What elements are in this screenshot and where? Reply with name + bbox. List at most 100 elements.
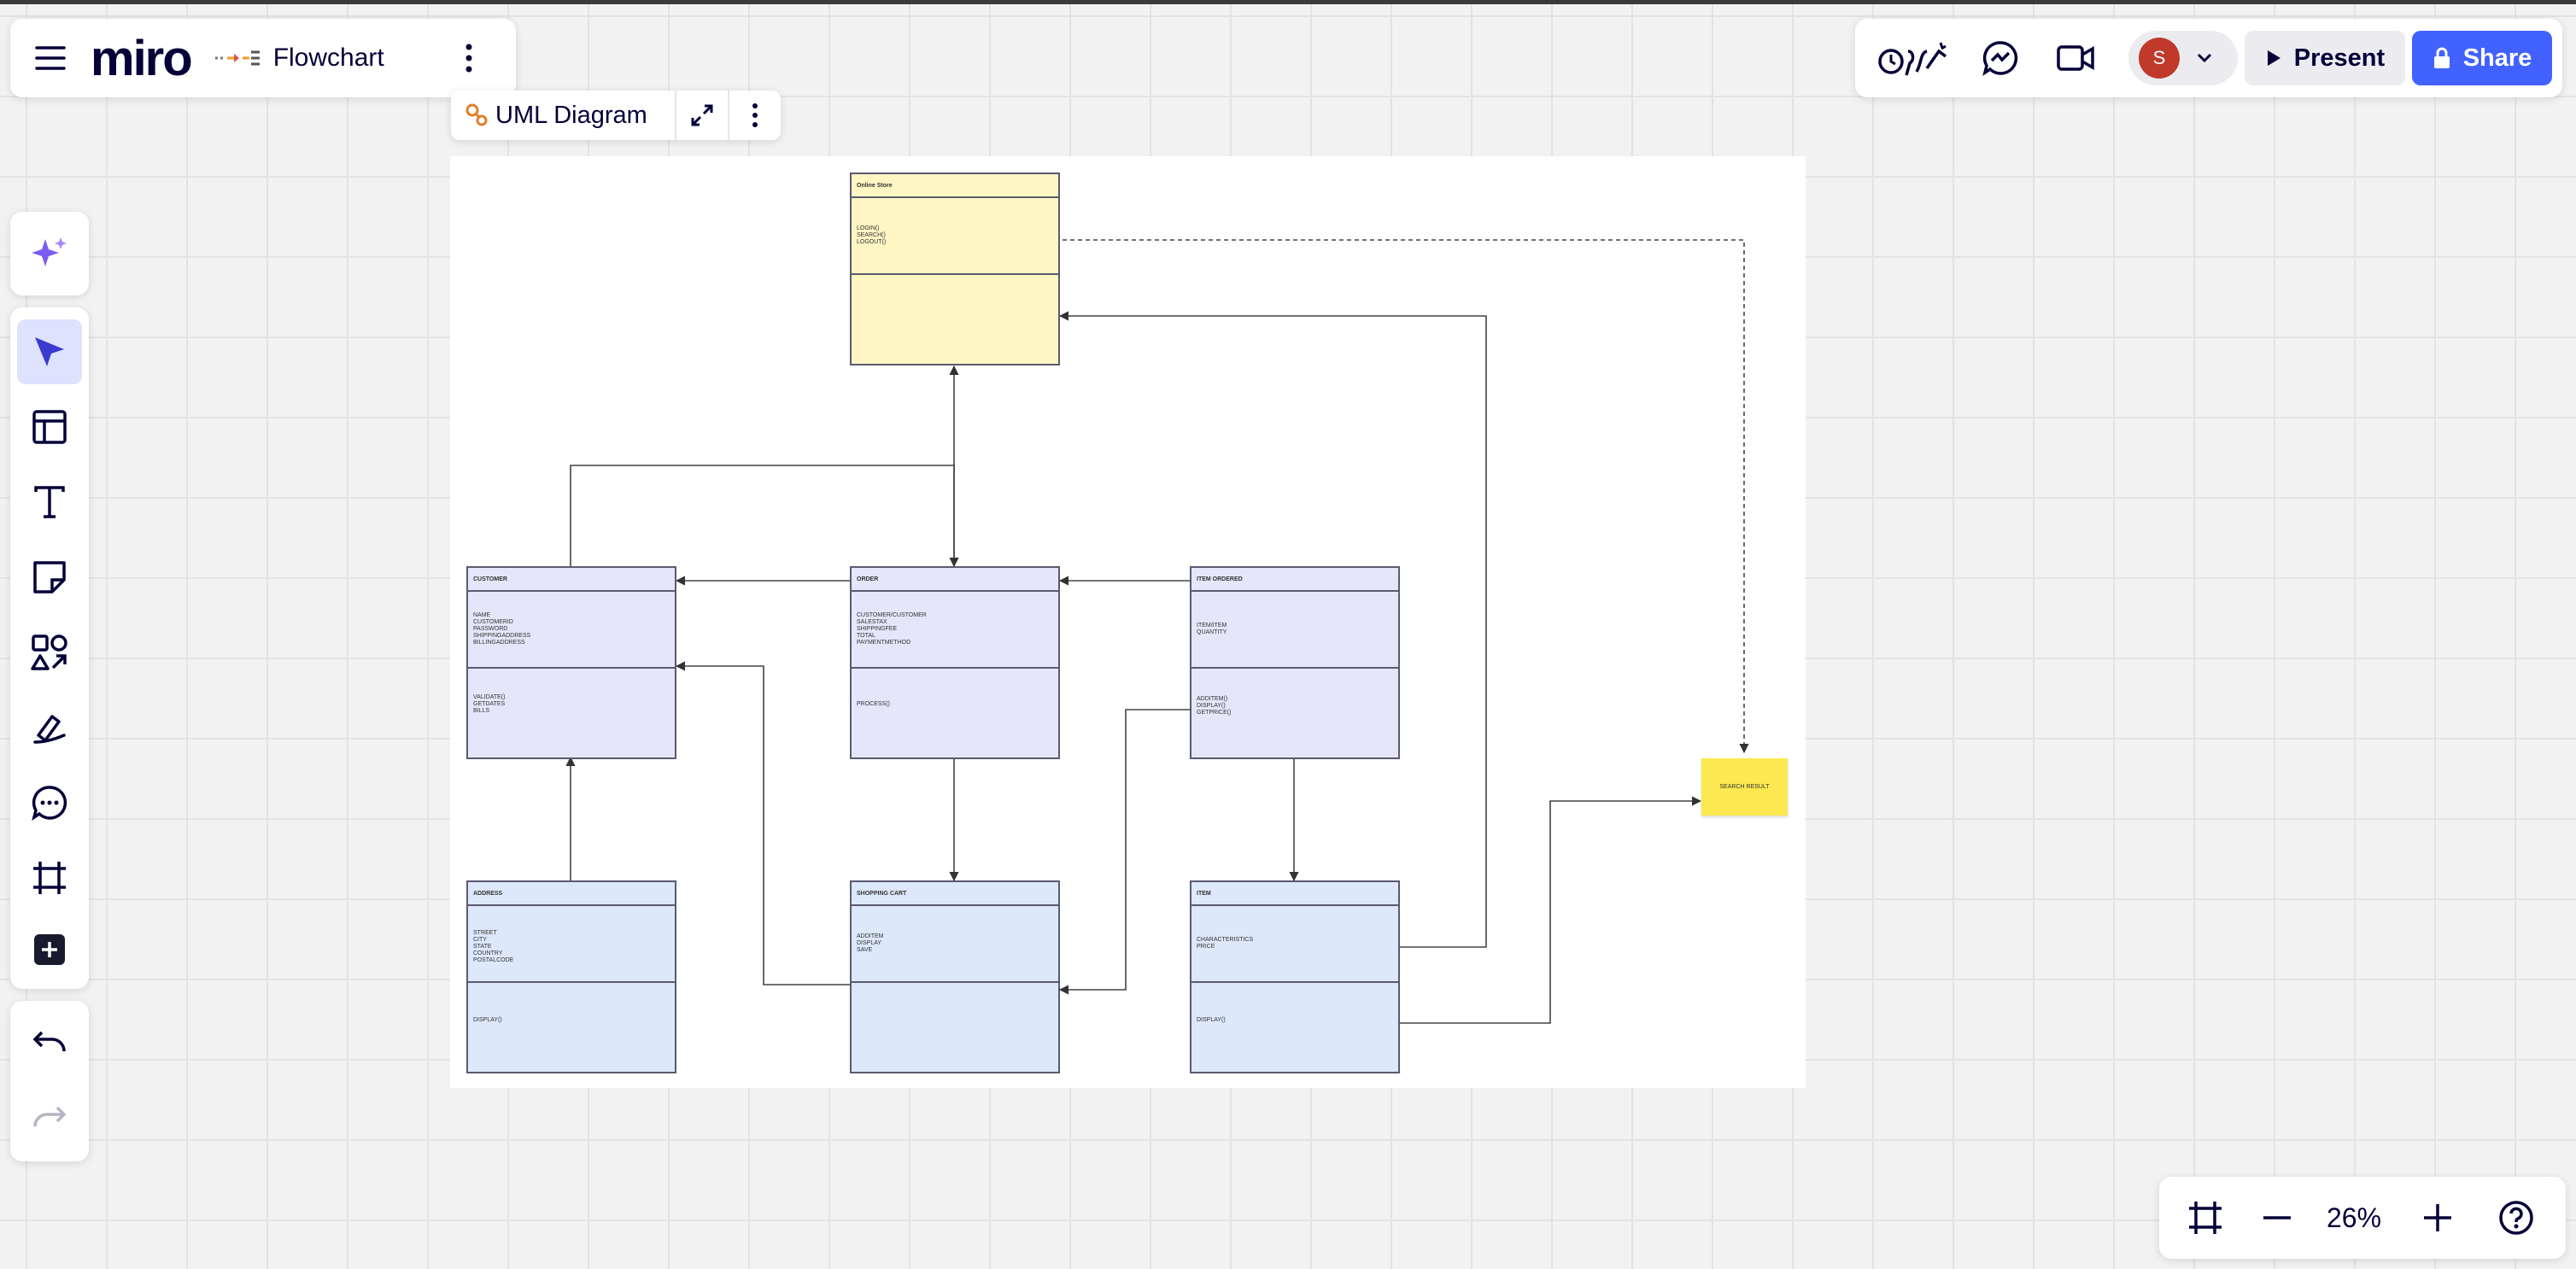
expand-icon	[691, 104, 713, 126]
class-operations: PROCESS()	[857, 701, 890, 707]
menu-icon	[35, 46, 66, 70]
flowchart-icon	[214, 50, 261, 67]
board-header: miro Flowchart	[10, 19, 516, 97]
ai-panel	[10, 212, 89, 295]
class-operations: DISPLAY()	[473, 1017, 502, 1023]
class-name: ITEM	[1191, 882, 1398, 906]
connectors	[565, 239, 1749, 1024]
collaboration-toolbar: S Present Share	[1855, 19, 2562, 97]
class-name: ORDER	[852, 568, 1058, 592]
class-name: CUSTOMER	[468, 568, 675, 592]
comment-tool[interactable]	[17, 770, 82, 835]
miro-logo[interactable]: miro	[91, 30, 193, 86]
class-customer[interactable]: CUSTOMER NAME CUSTOMERID PASSWORD SHIPPI…	[466, 566, 676, 759]
chat-button[interactable]	[1973, 31, 2028, 85]
board-title[interactable]: Flowchart	[272, 44, 384, 72]
chevron-down-icon	[2195, 48, 2214, 67]
class-online-store[interactable]: Online Store LOGIN() SEARCH() LOGOUT()	[850, 173, 1060, 365]
class-attributes: CHARACTERISTICS PRICE	[1191, 906, 1398, 983]
video-icon	[2057, 45, 2094, 71]
class-operations: VALIDATE() GETDATES BILLS	[473, 694, 506, 714]
select-tool[interactable]	[17, 319, 82, 384]
text-tool[interactable]	[17, 470, 82, 535]
lock-icon	[2433, 47, 2450, 68]
connector	[570, 465, 954, 566]
frame-name[interactable]: UML Diagram	[495, 101, 647, 129]
sticky-note-icon	[33, 561, 66, 594]
templates-tool[interactable]	[17, 395, 82, 459]
sticky-note-search-result[interactable]: SEARCH RESULT	[1701, 758, 1788, 816]
class-item[interactable]: ITEM CHARACTERISTICS PRICE DISPLAY()	[1190, 880, 1400, 1073]
user-menu[interactable]: S	[2128, 31, 2238, 85]
menu-button[interactable]	[10, 19, 91, 97]
pen-icon	[33, 715, 66, 744]
class-attributes: NAME CUSTOMERID PASSWORD SHIPPINGADDRESS…	[468, 592, 675, 669]
frame-more-button[interactable]	[729, 91, 781, 140]
frame-type-icon	[465, 103, 489, 127]
zoom-controls: 26%	[2159, 1177, 2566, 1259]
zoom-in-button[interactable]	[2409, 1189, 2467, 1247]
present-button[interactable]: Present	[2245, 31, 2405, 85]
share-label: Share	[2462, 44, 2532, 72]
class-attributes: ADDITEM DISPLAY SAVE	[852, 906, 1058, 983]
help-button[interactable]	[2487, 1189, 2545, 1247]
tools-toolbar	[10, 307, 89, 989]
frame-tool[interactable]	[17, 845, 82, 910]
divider	[675, 91, 676, 140]
share-button[interactable]: Share	[2412, 31, 2552, 85]
class-shopping-cart[interactable]: SHOPPING CART ADDITEM DISPLAY SAVE	[850, 880, 1060, 1073]
present-label: Present	[2293, 44, 2386, 72]
connector	[1400, 796, 1702, 1024]
more-tools-button[interactable]	[17, 917, 82, 982]
class-item-ordered[interactable]: ITEM ORDERED ITEM/ITEM QUANTITY ADDITEM(…	[1190, 566, 1400, 759]
more-icon	[465, 44, 472, 73]
class-name: ITEM ORDERED	[1191, 568, 1398, 592]
shapes-icon	[31, 634, 67, 670]
connector	[675, 661, 852, 985]
reactions-button[interactable]	[1872, 31, 1954, 85]
class-name: ADDRESS	[468, 882, 675, 906]
class-attributes: CUSTOMER/CUSTOMER SALESTAX SHIPPINGFEE T…	[852, 592, 1058, 669]
zoom-out-button[interactable]	[2248, 1189, 2306, 1247]
frame-label-bar: UML Diagram	[451, 91, 781, 140]
divider	[728, 91, 729, 140]
shapes-tool[interactable]	[17, 620, 82, 685]
sparkle-icon	[32, 237, 67, 266]
class-operations	[852, 275, 1058, 364]
board-more-button[interactable]	[439, 19, 499, 97]
pen-tool[interactable]	[17, 695, 82, 760]
cursor-icon	[35, 337, 64, 366]
class-name: Online Store	[852, 174, 1058, 198]
fit-to-screen-button[interactable]	[2176, 1189, 2234, 1247]
avatar: S	[2139, 38, 2180, 79]
zoom-level[interactable]: 26%	[2326, 1202, 2382, 1233]
history-toolbar	[10, 1001, 89, 1161]
class-operations	[852, 983, 1058, 1072]
chat-icon	[1982, 41, 2018, 76]
play-icon	[2267, 50, 2280, 66]
sticky-note-tool[interactable]	[17, 545, 82, 610]
undo-icon	[32, 1031, 66, 1052]
redo-icon	[33, 1106, 67, 1127]
video-call-button[interactable]	[2048, 31, 2103, 85]
ai-assist-button[interactable]	[17, 221, 82, 286]
templates-icon	[32, 410, 67, 444]
class-attributes: ITEM/ITEM QUANTITY	[1191, 592, 1398, 669]
class-attributes: LOGIN() SEARCH() LOGOUT()	[852, 198, 1058, 275]
class-address[interactable]: ADDRESS STREET CITY STATE COUNTRY POSTAL…	[466, 880, 676, 1073]
connector	[1058, 311, 1487, 948]
plus-icon	[2424, 1204, 2451, 1231]
expand-frame-button[interactable]	[676, 91, 728, 140]
undo-button[interactable]	[17, 1009, 82, 1074]
redo-button[interactable]	[17, 1085, 82, 1149]
connector	[955, 239, 1749, 754]
uml-diagram-frame[interactable]: Online Store LOGIN() SEARCH() LOGOUT() C…	[450, 156, 1806, 1088]
plus-icon	[34, 934, 65, 965]
class-operations: ADDITEM() DISPLAY() GETPRICE()	[1197, 696, 1232, 716]
more-icon	[752, 103, 758, 127]
class-order[interactable]: ORDER CUSTOMER/CUSTOMER SALESTAX SHIPPIN…	[850, 566, 1060, 759]
window-top-edge	[0, 0, 2576, 4]
connector	[1058, 709, 1191, 995]
fit-icon	[2189, 1202, 2222, 1234]
comment-icon	[32, 786, 67, 821]
